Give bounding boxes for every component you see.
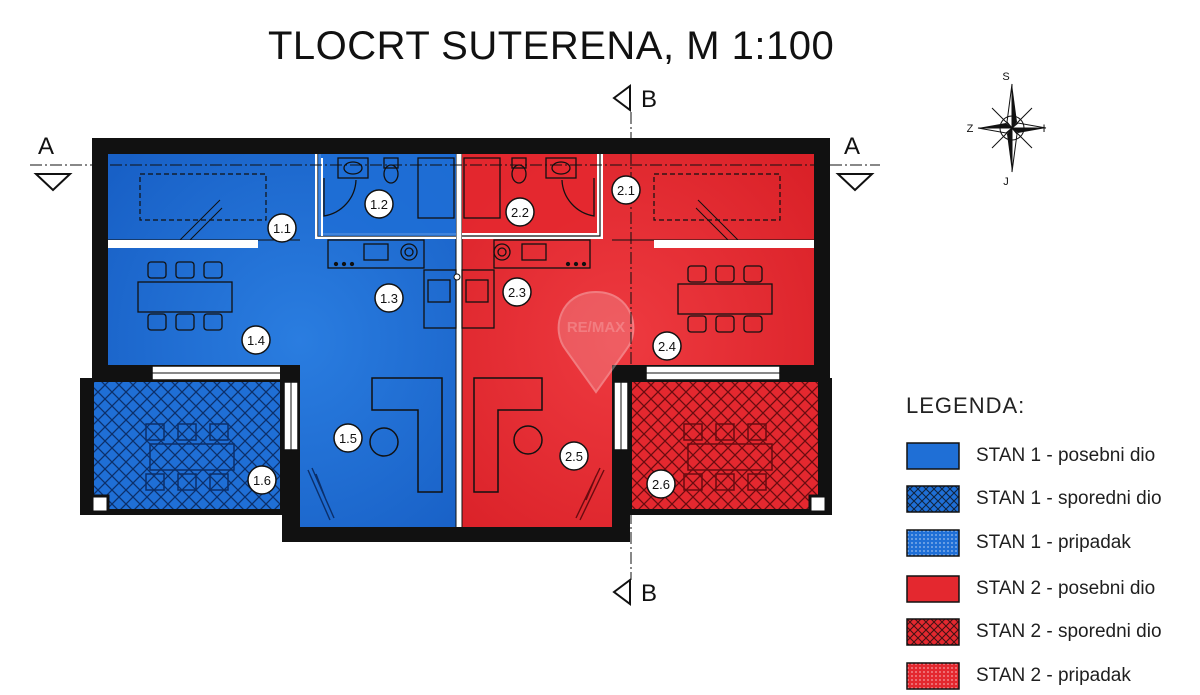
room-label-1-1: 1.1: [267, 213, 297, 243]
legend-item: STAN 1 - posebni dio: [906, 441, 1155, 471]
section-b-top-marker: B: [612, 84, 657, 113]
legend-label: STAN 1 - sporedni dio: [976, 488, 1162, 509]
section-a-left-marker: A: [33, 133, 73, 192]
legend-swatch: [906, 662, 960, 690]
room-label-1-3: 1.3: [374, 283, 404, 313]
legend-item: STAN 2 - posebni dio: [906, 574, 1155, 604]
legend-swatch: [906, 575, 960, 603]
legend-swatch: [906, 618, 960, 646]
room-label-1-6: 1.6: [247, 465, 277, 495]
svg-text:A: A: [38, 133, 54, 160]
stan1-terrace: [94, 382, 280, 509]
svg-text:B: B: [641, 86, 657, 113]
floor-plan: RE/MAX B B A A 1.1 1.2 1.3 1.4 1.5 1.6 2.1 2.2 2…: [30, 84, 880, 607]
svg-text:B: B: [641, 580, 657, 607]
section-b-bottom-marker: B: [612, 578, 657, 607]
legend-item: STAN 2 - pripadak: [906, 661, 1131, 691]
svg-text:J: J: [1003, 176, 1009, 188]
section-a-right-marker: A: [835, 133, 875, 192]
room-label-1-5: 1.5: [333, 423, 363, 453]
svg-text:1.6: 1.6: [253, 473, 271, 488]
svg-text:2.2: 2.2: [511, 205, 529, 220]
svg-text:2.3: 2.3: [508, 285, 526, 300]
room-label-2-3: 2.3: [502, 277, 532, 307]
room-label-1-4: 1.4: [241, 325, 271, 355]
legend-swatch: [906, 442, 960, 470]
room-label-1-2: 1.2: [364, 189, 394, 219]
svg-text:I: I: [1042, 123, 1045, 135]
room-label-2-2: 2.2: [505, 197, 535, 227]
legend-swatch: [906, 485, 960, 513]
svg-text:2.1: 2.1: [617, 183, 635, 198]
svg-text:1.1: 1.1: [273, 221, 291, 236]
compass-icon: S J Z I: [967, 71, 1047, 188]
svg-text:1.2: 1.2: [370, 197, 388, 212]
svg-text:2.6: 2.6: [652, 477, 670, 492]
legend-title: LEGENDA:: [906, 393, 1026, 418]
legend-swatch: [906, 529, 960, 557]
remax-watermark: RE/MAX: [557, 290, 635, 394]
legend-item: STAN 1 - pripadak: [906, 528, 1131, 558]
legend-item: STAN 2 - sporedni dio: [906, 617, 1162, 647]
svg-text:1.4: 1.4: [247, 333, 265, 348]
room-label-2-4: 2.4: [652, 331, 682, 361]
room-label-2-5: 2.5: [559, 441, 589, 471]
legend-label: STAN 2 - pripadak: [976, 665, 1131, 686]
svg-text:S: S: [1002, 71, 1009, 83]
legend-item: STAN 1 - sporedni dio: [906, 484, 1162, 514]
legend-label: STAN 1 - pripadak: [976, 532, 1131, 553]
svg-text:Z: Z: [967, 123, 974, 135]
svg-text:1.5: 1.5: [339, 431, 357, 446]
room-label-2-6: 2.6: [646, 469, 676, 499]
svg-text:2.4: 2.4: [658, 339, 676, 354]
svg-text:A: A: [844, 133, 860, 160]
legend-label: STAN 2 - sporedni dio: [976, 621, 1162, 642]
svg-text:1.3: 1.3: [380, 291, 398, 306]
svg-text:2.5: 2.5: [565, 449, 583, 464]
legend-label: STAN 2 - posebni dio: [976, 578, 1156, 599]
legend-label: STAN 1 - posebni dio: [976, 445, 1156, 466]
svg-text:RE/MAX: RE/MAX: [567, 319, 625, 336]
room-label-2-1: 2.1: [611, 175, 641, 205]
plan-title: TLOCRT SUTERENA, M 1:100: [268, 24, 835, 68]
